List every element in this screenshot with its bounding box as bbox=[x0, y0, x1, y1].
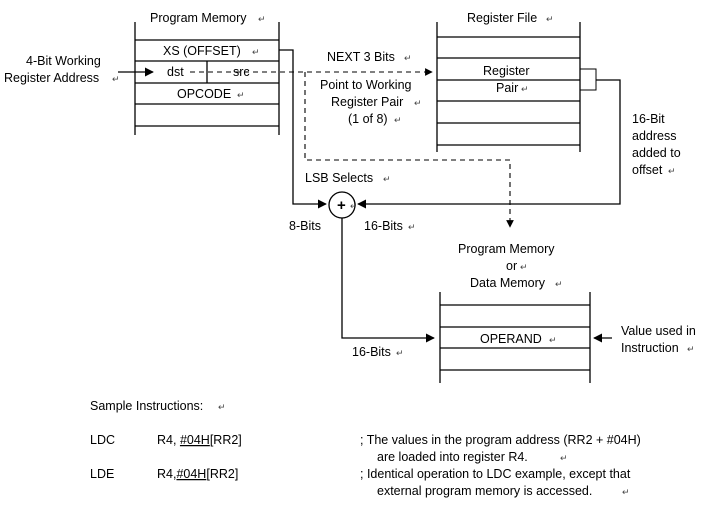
next3-label: NEXT 3 Bits bbox=[327, 50, 395, 64]
register-file-title: Register File bbox=[467, 11, 537, 25]
svg-text:4-Bit Working: 4-Bit Working bbox=[26, 54, 101, 68]
lde-comment-2: external program memory is accessed. bbox=[377, 484, 592, 498]
working-address-label: 4-Bit Working Register Address ↵ bbox=[4, 54, 120, 85]
svg-text:↵: ↵ bbox=[218, 402, 226, 412]
svg-text:Value used in: Value used in bbox=[621, 324, 696, 338]
xs-offset-field: XS (OFFSET) bbox=[163, 44, 241, 58]
adder-to-operand-arrow bbox=[341, 218, 435, 343]
svg-text:Point to Working: Point to Working bbox=[320, 78, 412, 92]
svg-text:↵: ↵ bbox=[258, 14, 266, 24]
svg-text:↵: ↵ bbox=[408, 222, 416, 232]
samples-heading: Sample Instructions: bbox=[90, 399, 203, 413]
svg-text:address: address bbox=[632, 129, 676, 143]
address-added-label: 16-Bit address added to offset ↵ bbox=[632, 112, 681, 177]
ldc-comment-1: ; The values in the program address (RR2… bbox=[360, 433, 641, 447]
svg-text:↵: ↵ bbox=[560, 453, 568, 463]
svg-text:↵: ↵ bbox=[521, 84, 529, 94]
program-memory-title: Program Memory bbox=[150, 11, 247, 25]
svg-text:↵: ↵ bbox=[687, 344, 695, 354]
lsb-path bbox=[304, 72, 514, 228]
register-pair-bracket bbox=[580, 68, 597, 91]
value-used-label: Value used in Instruction ↵ bbox=[621, 324, 696, 355]
opcode-field: OPCODE bbox=[177, 87, 231, 101]
svg-text:(1 of 8): (1 of 8) bbox=[348, 112, 388, 126]
sixteen-bits-label-b: 16-Bits bbox=[352, 345, 391, 359]
svg-text:↵: ↵ bbox=[622, 487, 630, 497]
svg-text:↵: ↵ bbox=[237, 90, 245, 100]
pair-to-adder-arrow bbox=[357, 79, 621, 209]
sample-instructions: Sample Instructions: ↵ LDC R4, #04H[RR2]… bbox=[90, 399, 641, 498]
svg-text:↵: ↵ bbox=[668, 166, 676, 176]
src-field: src bbox=[233, 65, 250, 79]
ldc-op: LDC bbox=[90, 433, 115, 447]
svg-text:Register Pair: Register Pair bbox=[331, 95, 403, 109]
ldc-args: R4, #04H[RR2] bbox=[157, 433, 242, 447]
svg-text:Register Address: Register Address bbox=[4, 71, 99, 85]
svg-text:↵: ↵ bbox=[404, 53, 412, 63]
svg-text:↵: ↵ bbox=[549, 335, 557, 345]
svg-text:16-Bit: 16-Bit bbox=[632, 112, 665, 126]
svg-text:↵: ↵ bbox=[546, 14, 554, 24]
dst-field: dst bbox=[167, 65, 184, 79]
svg-text:Pair: Pair bbox=[496, 81, 518, 95]
svg-text:↵: ↵ bbox=[396, 348, 404, 358]
svg-text:↵: ↵ bbox=[520, 262, 528, 272]
lde-comment-1: ; Identical operation to LDC example, ex… bbox=[360, 467, 631, 481]
program-memory-block: Program Memory ↵ XS (OFFSET) ↵ dst src O… bbox=[134, 11, 280, 135]
svg-text:↵: ↵ bbox=[112, 74, 120, 84]
target-memory-line1: Program Memory bbox=[458, 242, 555, 256]
lde-args: R4,#04H[RR2] bbox=[157, 467, 238, 481]
target-memory-block: Program Memory or ↵ Data Memory ↵ OPERAN… bbox=[439, 242, 591, 383]
lsb-selects-label: LSB Selects bbox=[305, 171, 373, 185]
svg-text:↵: ↵ bbox=[252, 47, 260, 57]
register-file-block: Register File ↵ Register Pair ↵ bbox=[436, 11, 581, 152]
sixteen-bits-label-a: 16-Bits bbox=[364, 219, 403, 233]
svg-text:↵: ↵ bbox=[350, 201, 358, 211]
svg-text:Instruction: Instruction bbox=[621, 341, 679, 355]
ldc-comment-2: are loaded into register R4. bbox=[377, 450, 528, 464]
eight-bits-label: 8-Bits bbox=[289, 219, 321, 233]
lde-op: LDE bbox=[90, 467, 114, 481]
svg-text:↵: ↵ bbox=[383, 174, 391, 184]
svg-text:↵: ↵ bbox=[394, 115, 402, 125]
svg-text:added to: added to bbox=[632, 146, 681, 160]
register-pair-label: Register bbox=[483, 64, 530, 78]
svg-text:↵: ↵ bbox=[414, 98, 422, 108]
svg-text:or: or bbox=[506, 259, 517, 273]
svg-text:Data Memory: Data Memory bbox=[470, 276, 546, 290]
adder-symbol: + bbox=[337, 197, 346, 214]
point-to-label: Point to Working Register Pair ↵ (1 of 8… bbox=[320, 78, 422, 126]
svg-text:↵: ↵ bbox=[555, 279, 563, 289]
operand-field: OPERAND bbox=[480, 332, 542, 346]
offset-to-adder-arrow bbox=[279, 49, 327, 209]
svg-text:offset: offset bbox=[632, 163, 663, 177]
